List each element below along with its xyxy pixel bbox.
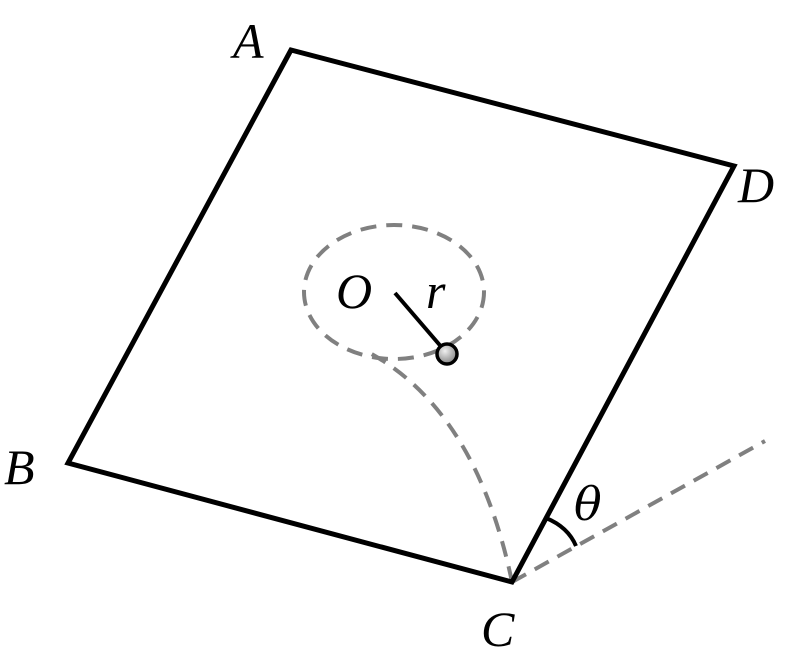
ball [435, 342, 459, 366]
label-a: A [230, 13, 264, 69]
trajectory-dashed-path [367, 350, 514, 583]
label-r: r [426, 263, 446, 319]
label-d: D [737, 157, 774, 213]
label-o: O [336, 263, 372, 319]
label-b: B [4, 439, 35, 495]
plane-abcd [64, 47, 738, 585]
orbit-dashed-circle [302, 223, 486, 361]
theta-angle-arc [545, 516, 578, 547]
radius-line [393, 291, 446, 352]
label-theta: θ [574, 477, 602, 531]
reference-dashed-line [511, 439, 766, 584]
label-c: C [481, 601, 515, 657]
